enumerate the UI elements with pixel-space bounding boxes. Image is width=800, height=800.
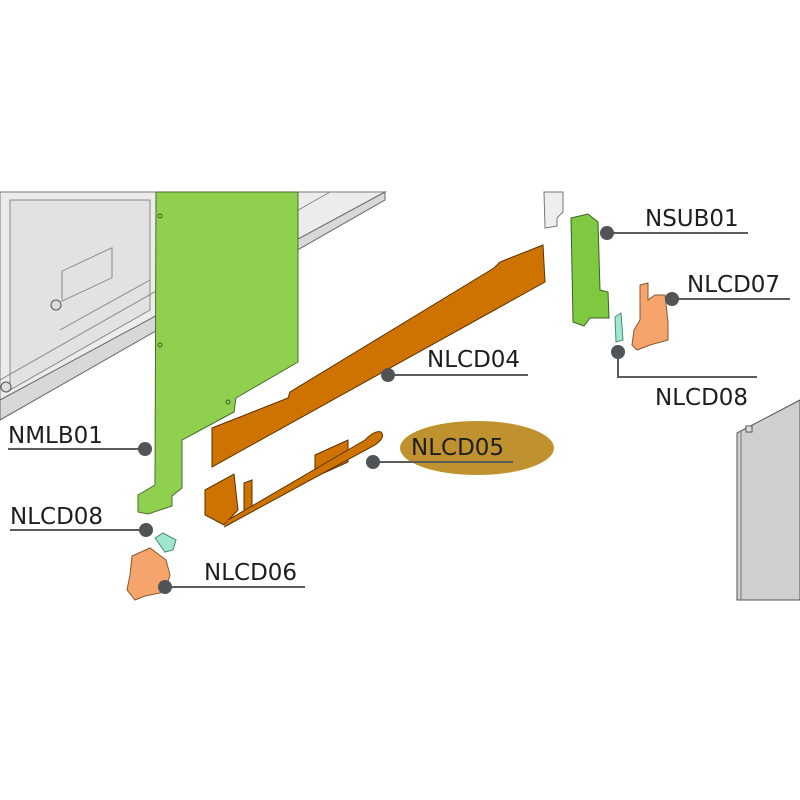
callout-dot [158, 580, 172, 594]
label-nlcd08-left: NLCD08 [10, 504, 103, 530]
callout-nlcd08-left[interactable]: NLCD08 [10, 504, 153, 537]
callout-nmlb01[interactable]: NMLB01 [8, 423, 152, 456]
clip-nlcd08-right [614, 312, 624, 343]
callout-nlcd08-right[interactable]: NLCD08 [611, 345, 757, 411]
callout-nlcd06[interactable]: NLCD06 [158, 560, 305, 594]
callout-nlcd05[interactable]: NLCD05 [366, 435, 513, 469]
label-nlcd08-right: NLCD08 [655, 385, 748, 411]
bracket-nlcd07 [631, 282, 669, 351]
clip-nlcd08-left [154, 532, 177, 553]
ffc-cable-nlcd05 [204, 431, 383, 528]
callout-dot [381, 368, 395, 382]
callout-dot [600, 226, 614, 240]
bracket-top-gray [543, 191, 564, 229]
callout-nlcd07[interactable]: NLCD07 [665, 272, 790, 306]
main-board-nmlb01 [137, 191, 299, 515]
label-nlcd07: NLCD07 [687, 272, 780, 298]
label-nmlb01: NMLB01 [8, 423, 103, 449]
callout-dot [138, 442, 152, 456]
callout-dot [665, 292, 679, 306]
callout-dot [139, 523, 153, 537]
label-nsub01: NSUB01 [645, 206, 739, 232]
label-nlcd05: NLCD05 [411, 435, 504, 461]
display-panel [736, 399, 800, 601]
ffc-cable-nlcd04 [211, 244, 546, 468]
callout-nlcd04[interactable]: NLCD04 [381, 347, 528, 382]
sub-board-nsub01 [570, 213, 610, 327]
callout-dot [611, 345, 625, 359]
callout-nsub01[interactable]: NSUB01 [600, 206, 748, 240]
label-nlcd06: NLCD06 [204, 560, 297, 586]
callout-dot [366, 455, 380, 469]
label-nlcd04: NLCD04 [427, 347, 520, 373]
